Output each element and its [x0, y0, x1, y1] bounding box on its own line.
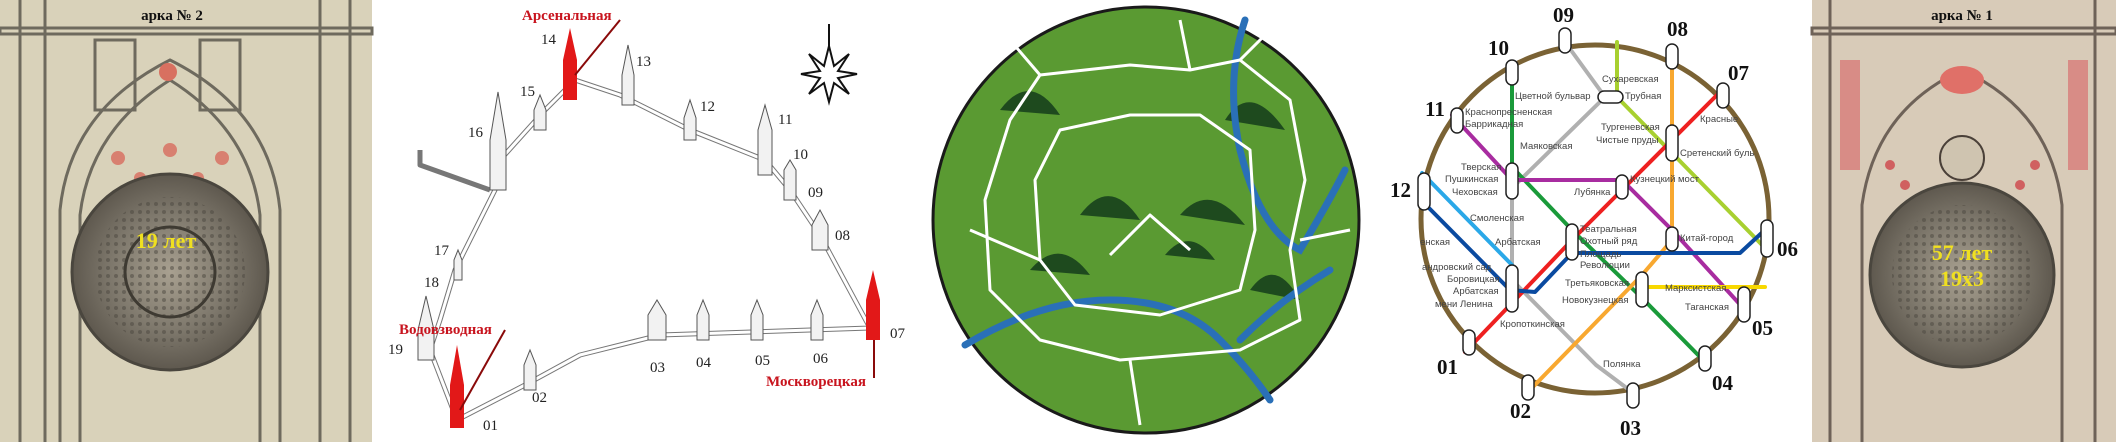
arch-left-panel: арка № 2 19 лет [0, 0, 374, 442]
station-label: енская [1420, 237, 1450, 248]
station-label: Пушкинская [1445, 174, 1498, 185]
station-label: Революции [1580, 260, 1630, 271]
hour-number: 12 [1390, 178, 1411, 202]
tower-number: 11 [778, 112, 792, 128]
tower-number: 04 [696, 355, 712, 371]
station-label: Трубная [1625, 91, 1661, 102]
tower-number: 09 [808, 185, 823, 201]
label-arsenalnaya: Арсенальная [522, 8, 612, 24]
tower-number: 03 [650, 360, 665, 376]
station-label: Тверская [1461, 162, 1501, 173]
tower-number: 19 [388, 342, 403, 358]
hour-number: 08 [1667, 17, 1688, 41]
hour-number: 06 [1777, 237, 1798, 261]
arsenal-tower [563, 28, 577, 100]
label-vodovzvodnaya: Водовзводная [399, 322, 492, 338]
tower-number: 10 [793, 147, 808, 163]
tower-numbers: 01 02 03 04 05 06 07 08 09 10 11 12 13 1… [388, 32, 906, 434]
tower-icons [417, 44, 829, 391]
tower-number: 02 [532, 390, 547, 406]
hills-rivers-circle [931, 5, 1361, 435]
tower-number: 12 [700, 99, 715, 115]
station-label: Боровицкая [1447, 274, 1500, 285]
tower-number: 07 [890, 326, 906, 342]
station-label: андровский сад [1422, 262, 1492, 273]
arch-right-formula: 19х3 [1940, 266, 1984, 291]
station-label: Лубянка [1574, 187, 1611, 198]
station-label: Красные [1700, 114, 1738, 125]
station-label: Кузнецкий мост [1630, 174, 1700, 185]
interchange-capsules [1417, 27, 1774, 409]
hour-number: 04 [1712, 371, 1734, 395]
station-labels: Сухаревская Цветной бульвар Трубная Крас… [1420, 74, 1754, 370]
station-label: Китай-город [1680, 233, 1734, 244]
sun-face-icon [1939, 135, 1985, 181]
hour-number: 07 [1728, 61, 1749, 85]
tower-number: 08 [835, 228, 850, 244]
station-label: Арбатская [1453, 286, 1499, 297]
station-label: Чеховская [1452, 187, 1498, 198]
hour-number: 09 [1553, 3, 1574, 27]
hour-number: 11 [1425, 97, 1445, 121]
station-label: Баррикадная [1465, 119, 1523, 130]
station-label: Тургеневская [1601, 122, 1660, 133]
station-label: Маяковская [1520, 141, 1572, 152]
tower-number: 15 [520, 84, 535, 100]
station-label: Марксистская [1665, 283, 1726, 294]
moskvoretskaya-tower [866, 270, 880, 340]
station-label: Чистые пруды [1596, 135, 1659, 146]
tower-number: 17 [434, 243, 450, 259]
station-label: Площадь [1580, 249, 1621, 260]
kremlin-plan: 01 02 03 04 05 06 07 08 09 10 11 12 13 1… [388, 8, 906, 434]
station-label: Третьяковская [1565, 278, 1629, 289]
tower-number: 14 [541, 32, 557, 48]
station-label: Сухаревская [1602, 74, 1659, 85]
hour-number: 01 [1437, 355, 1458, 379]
station-label: Смоленская [1470, 213, 1524, 224]
tower-number: 05 [755, 353, 770, 369]
hour-number: 03 [1620, 416, 1641, 440]
station-label: Кропоткинская [1500, 319, 1565, 330]
station-label: Арбатская [1495, 237, 1541, 248]
hour-number: 02 [1510, 399, 1531, 423]
lightblue-line [1420, 171, 1514, 267]
blue-line [1422, 201, 1769, 294]
vodovzvodnaya-tower [450, 345, 464, 428]
station-label: Новокузнецкая [1562, 295, 1629, 306]
arch-right-panel: арка № 1 57 лет 19х3 [1810, 0, 2116, 442]
arch-left-title: арка № 2 [141, 8, 203, 24]
metro-clock-map: 01 02 03 04 05 06 07 08 09 10 11 12 Суха… [1390, 3, 1798, 440]
arch-right-years: 57 лет [1932, 240, 1993, 265]
station-label: Полянка [1603, 359, 1641, 370]
hour-numbers: 01 02 03 04 05 06 07 08 09 10 11 12 [1390, 3, 1798, 440]
circle-line [1418, 42, 1772, 396]
arch-right-title: арка № 1 [1931, 8, 1993, 24]
station-label: Сретенский буль [1680, 148, 1754, 159]
hour-number: 10 [1488, 36, 1509, 60]
station-label: Цветной бульвар [1515, 91, 1591, 102]
station-label: Охотный ряд [1580, 236, 1638, 247]
hour-number: 05 [1752, 316, 1773, 340]
hills [1000, 91, 1300, 300]
fortress-walls [969, 19, 1351, 426]
station-label: мени Ленина [1435, 299, 1493, 310]
tower-number: 18 [424, 275, 439, 291]
grey-line [1510, 40, 1634, 394]
tower-number: 16 [468, 125, 484, 141]
tower-number: 13 [636, 54, 651, 70]
tower-number: 01 [483, 418, 498, 434]
station-label: Таганская [1685, 302, 1729, 313]
tower-number: 06 [813, 351, 829, 367]
rivers [961, 16, 1349, 404]
station-label: Краснопресненская [1465, 107, 1552, 118]
label-moskvoretskaya: Москворецкая [766, 374, 866, 390]
lightgreen-line [1615, 40, 1769, 252]
station-label: Театральная [1580, 224, 1637, 235]
arch-left-years: 19 лет [136, 228, 197, 253]
compass-star-icon [800, 24, 858, 106]
kremlin-wall [417, 77, 873, 423]
